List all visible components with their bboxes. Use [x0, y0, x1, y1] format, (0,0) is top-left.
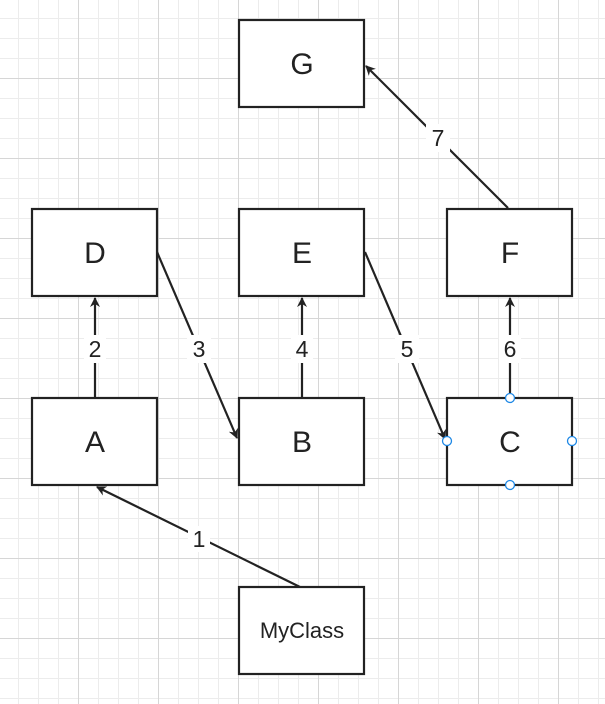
edge-label-3: 3	[193, 336, 206, 362]
node-d[interactable]: D	[30, 207, 159, 298]
edge-label-4: 4	[296, 336, 309, 362]
edge-label-5: 5	[401, 336, 414, 362]
edge-e-to-c[interactable]: 5	[363, 251, 447, 440]
node-box	[445, 207, 574, 298]
edge-f-to-g[interactable]: 7	[365, 65, 509, 209]
node-label: F	[501, 237, 519, 270]
node-label: B	[292, 426, 312, 459]
node-label: E	[292, 237, 312, 270]
edge-label-6: 6	[504, 336, 517, 362]
node-label: MyClass	[260, 618, 344, 643]
node-box	[237, 18, 366, 109]
node-box	[30, 396, 159, 487]
connection-handle-bottom[interactable]	[504, 479, 516, 491]
node-label: G	[290, 48, 313, 81]
node-f[interactable]: F	[445, 207, 574, 298]
node-b[interactable]: B	[237, 396, 366, 487]
node-a[interactable]: A	[30, 396, 159, 487]
edge-b-to-e[interactable]: 4	[291, 297, 313, 397]
node-label: C	[499, 426, 521, 459]
connection-handle-right[interactable]	[566, 435, 578, 447]
edge-label-1: 1	[193, 526, 206, 552]
node-box	[237, 396, 366, 487]
node-c[interactable]: C	[441, 392, 578, 491]
node-box	[237, 585, 366, 676]
edge-d-to-b[interactable]: 3	[155, 251, 239, 439]
edge-a-to-d[interactable]: 2	[84, 297, 106, 397]
edge-label-2: 2	[89, 336, 102, 362]
node-e[interactable]: E	[237, 207, 366, 298]
edge-myclass-to-a[interactable]: 1	[96, 486, 301, 588]
node-label: A	[85, 426, 105, 459]
node-box	[237, 207, 366, 298]
node-label: D	[84, 237, 106, 270]
node-g[interactable]: G	[237, 18, 366, 109]
connection-handle-top[interactable]	[504, 392, 516, 404]
node-myclass[interactable]: MyClass	[237, 585, 366, 676]
edge-c-to-f[interactable]: 6	[499, 297, 521, 397]
edge-label-7: 7	[432, 125, 445, 151]
connection-handle-left[interactable]	[441, 435, 453, 447]
node-box	[30, 207, 159, 298]
